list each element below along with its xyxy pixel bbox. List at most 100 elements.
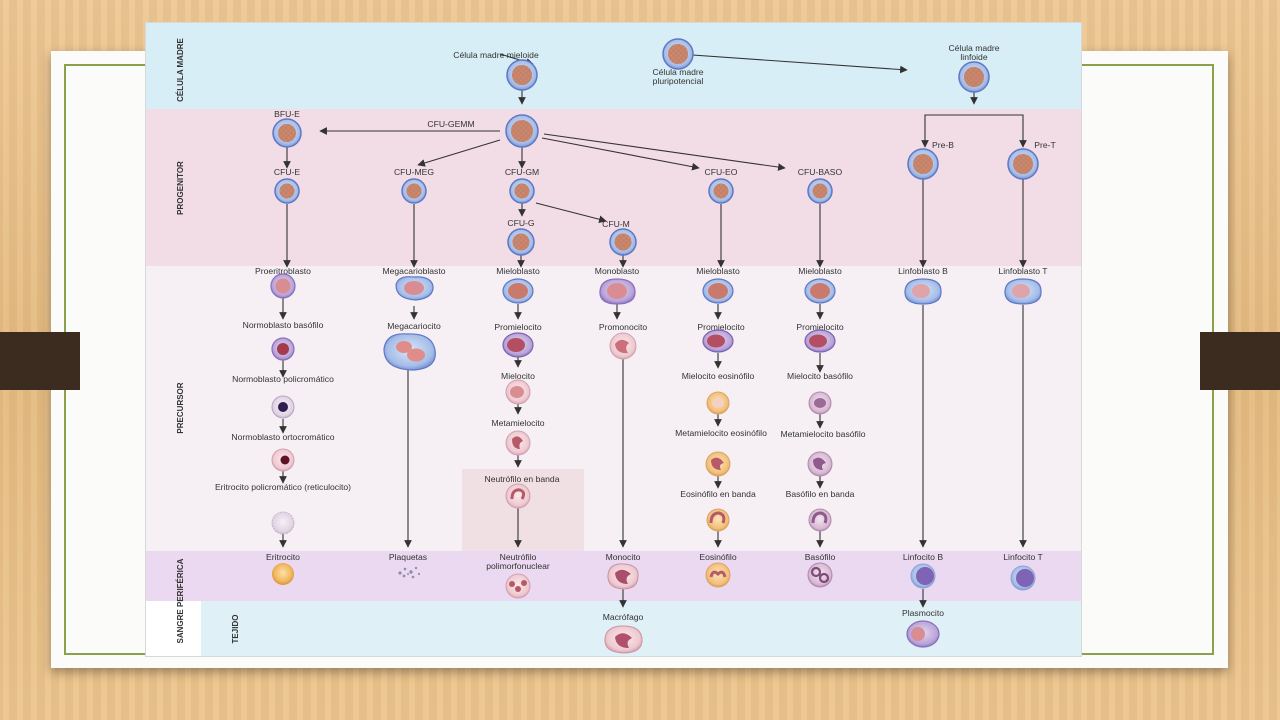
hematopoiesis-diagram: CÉLULA MADRE PROGENITOR PRECURSOR SANGRE… [145,22,1082,657]
cell-cfu-meg [401,178,427,204]
label-promonocyte: Promonocito [599,322,647,332]
label-metamyelocyte-neu: Metamielocito [491,418,544,428]
label-eosinophilic-metamyelocyte: Metamielocito eosinófilo [675,428,767,438]
cell-eosinophil [705,562,731,588]
cell-band-basophil [808,508,832,532]
cell-t-lymphoblast [1004,278,1042,305]
label-pre-t: Pre-T [1034,140,1056,150]
label-erythrocyte: Eritrocito [266,552,300,562]
cell-basophilic-normoblast [271,337,295,361]
label-megakaryoblast: Megacarioblasto [382,266,445,276]
cell-pre-b [907,148,939,180]
label-basophilic-normoblast-text: Normoblasto basófilo [243,320,324,330]
label-pluripotent-1: Célula madre [652,67,703,77]
cell-platelets [398,566,421,579]
label-cfu-g: CFU-G [507,218,535,228]
label-cfu-gemm: CFU-GEMM [427,119,474,129]
label-b-lymphoblast: Linfoblasto B [898,266,948,276]
label-myeloblast-eo: Mieloblasto [696,266,740,276]
cell-proerythroblast [270,273,296,299]
cell-promyelocyte-baso [804,329,836,353]
lineage-arrows [279,53,1027,608]
label-polychromatic-normoblast: Normoblasto policromático [232,374,334,384]
label-cfu-m: CFU-M [602,219,630,229]
label-lymphoid-stem-1: Célula madre [948,43,999,53]
label-t-lymphocyte: Linfocito T [1003,552,1043,562]
label-promyelocyte-eo: Promielocito [697,322,745,332]
label-eosinophil: Eosinófilo [699,552,736,562]
label-platelets: Plaquetas [389,552,427,562]
label-cfu-e: CFU-E [274,167,301,177]
band-label-stem: CÉLULA MADRE [176,37,185,101]
label-band-eosinophil: Eosinófilo en banda [680,489,756,499]
label-band-neutrophil: Neutrófilo en banda [484,474,559,484]
cell-promonocyte [609,332,637,360]
label-myeloblast-baso: Mieloblasto [798,266,842,276]
label-basophil: Basófilo [805,552,836,562]
cell-cfu-baso [807,178,833,204]
band-stem: CÉLULA MADRE [146,23,1081,109]
cell-band-eosinophil [706,508,730,532]
cell-promyelocyte-eo [702,329,734,353]
label-neutrophil-1: Neutrófilo [500,552,537,562]
cell-pluripotent [662,38,694,70]
label-cfu-eo: CFU-EO [705,167,738,177]
cell-bfu-e [272,118,302,148]
label-eosinophilic-myelocyte: Mielocito eosinófilo [682,371,755,381]
label-basophilic-metamyelocyte: Metamielocito basófilo [780,429,865,439]
cell-cfu-eo [708,178,734,204]
label-monocyte: Monocito [606,552,641,562]
label-myelocyte-neu: Mielocito [501,371,535,381]
label-megakaryocyte: Megacariocito [387,321,441,331]
label-macrophage: Macrófago [603,612,644,622]
label-neutrophil-2: polimorfonuclear [486,561,550,571]
cell-t-lymphocyte [1010,565,1036,591]
label-cfu-gm: CFU-GM [505,167,539,177]
cell-cfu-m [609,228,637,256]
label-plasmocyte: Plasmocito [902,608,944,618]
label-lymphoid-stem-2: linfoide [960,52,987,62]
band-tissue: TEJIDO [201,601,1081,656]
label-t-lymphoblast: Linfoblasto T [998,266,1048,276]
band-label-precursor: PRECURSOR [176,382,185,433]
label-myeloblast-neu: Mieloblasto [496,266,540,276]
label-promyelocyte-baso: Promielocito [796,322,844,332]
cell-basophilic-myelocyte [808,391,832,415]
cell-myeloid-stem [506,59,538,91]
cell-monocyte [607,563,639,590]
label-promyelocyte-neu: Promielocito [494,322,542,332]
cell-monoblast [599,278,636,305]
cell-reticulocyte [271,511,295,535]
label-cfu-baso: CFU-BASO [798,167,843,177]
cell-eosinophilic-metamyelocyte [705,451,731,477]
cell-orthochromatic-normoblast [271,448,295,472]
cell-promyelocyte-neu [502,332,534,358]
label-pre-b: Pre-B [932,140,954,150]
cell-myeloblast-baso [804,278,836,304]
cell-lymphoid-stem [958,61,990,93]
label-monoblast: Monoblasto [595,266,640,276]
cell-erythrocyte [272,563,294,585]
cell-myeloblast-eo [702,278,734,304]
cell-b-lymphocyte [910,563,936,589]
label-b-lymphocyte: Linfocito B [903,552,943,562]
cell-basophilic-metamyelocyte [807,451,833,477]
label-orthochromatic-normoblast: Normoblasto ortocromático [231,432,334,442]
cell-metamyelocyte-neu [505,430,531,456]
right-tab-decoration [1200,332,1280,390]
label-reticulocyte: Eritrocito policromático (reticulocito) [215,482,351,492]
label-proerythroblast: Proeritroblasto [255,266,311,276]
label-cfu-meg: CFU-MEG [394,167,434,177]
cell-neutrophil [505,573,531,599]
cell-b-lymphoblast [904,278,942,305]
cell-cfu-g [507,228,535,256]
band-label-blood: SANGRE PERIFÉRICA [176,558,185,643]
cell-cfu-e [274,178,300,204]
label-pluripotent-2: pluripotencial [653,76,704,86]
band-label-progenitor: PROGENITOR [176,161,185,215]
label-basophilic-normoblast: Normoblasto basófilo [243,320,324,330]
label-myeloid-stem: Célula madre mieloide [453,50,539,60]
cell-megakaryocyte [383,333,436,371]
cell-band-neutrophil [505,483,531,509]
cell-polychromatic-normoblast [271,395,295,419]
